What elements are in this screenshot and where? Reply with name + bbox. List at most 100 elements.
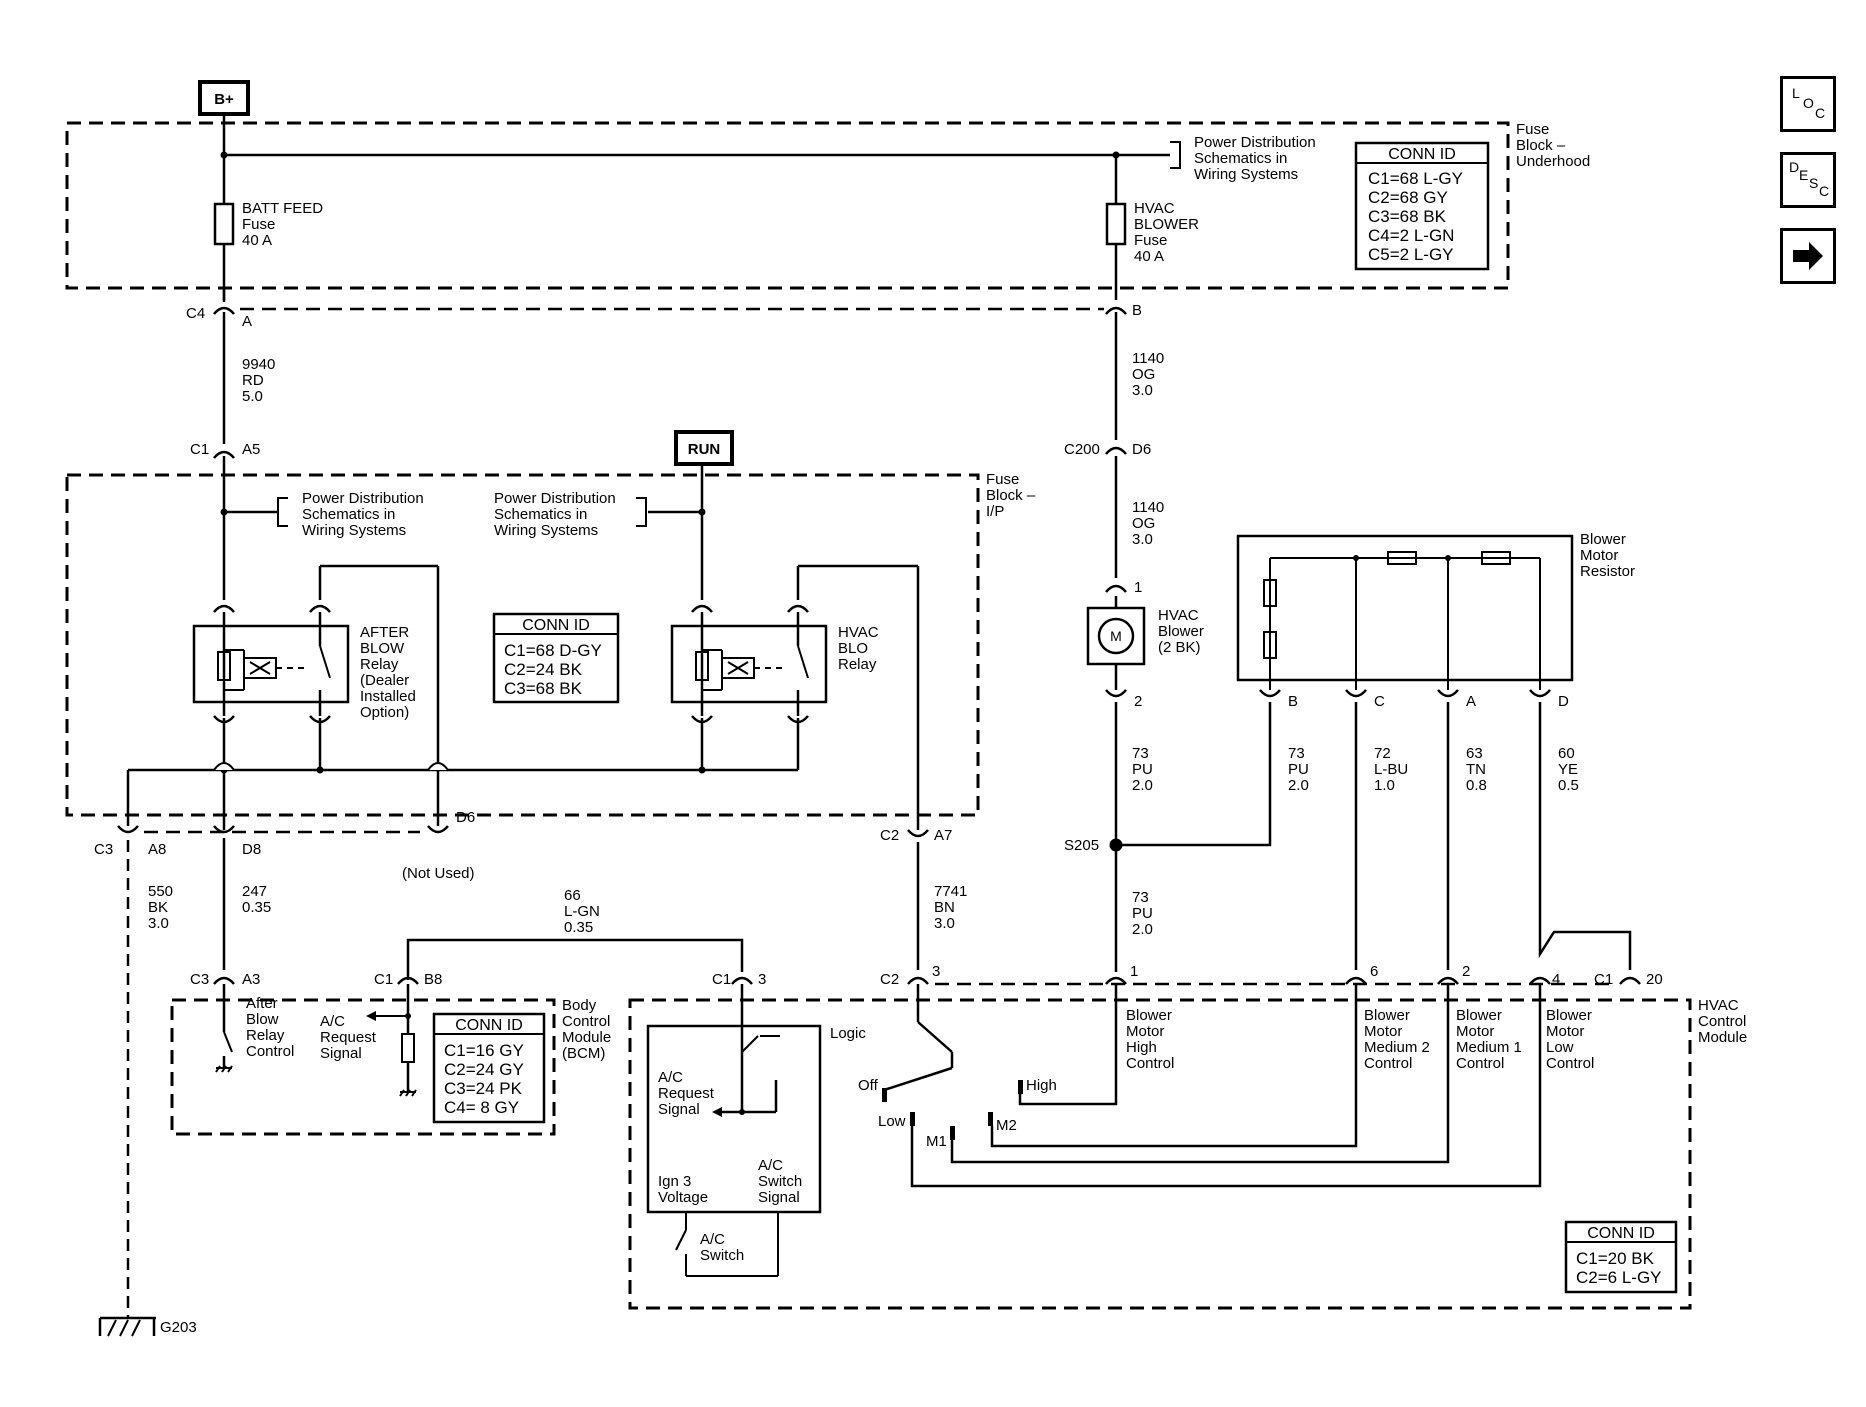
svg-text:PU: PU (1132, 761, 1153, 778)
svg-text:Medium 2: Medium 2 (1364, 1039, 1430, 1056)
svg-text:63: 63 (1466, 745, 1483, 762)
svg-text:Blower: Blower (1546, 1007, 1592, 1024)
svg-text:60: 60 (1558, 745, 1575, 762)
hvac-blo-relay (670, 564, 920, 830)
ign3-voltage-label: Ign 3 Voltage (658, 1173, 708, 1206)
svg-text:66: 66 (564, 887, 581, 904)
svg-text:A/C: A/C (758, 1157, 783, 1174)
svg-text:247: 247 (242, 883, 267, 900)
desc-letter-d: D (1789, 159, 1800, 175)
motor-pin-2: 2 (1134, 693, 1142, 710)
svg-text:TN: TN (1466, 761, 1486, 778)
conn-bcm-c1: C1 (374, 971, 393, 988)
conn-c1: C1 (190, 441, 209, 458)
svg-text:Control: Control (1126, 1055, 1174, 1072)
svg-text:Blow: Blow (246, 1011, 279, 1028)
svg-text:73: 73 (1288, 745, 1305, 762)
pds-ip-left: Power Distribution Schematics in Wiring … (302, 490, 424, 539)
wire-9940-label: 9940 RD 5.0 (242, 356, 275, 405)
run-label: RUN (688, 441, 721, 458)
svg-text:73: 73 (1132, 889, 1149, 906)
conn-hvac-pin3: 3 (932, 963, 940, 980)
svg-text:C1=68 L-GY: C1=68 L-GY (1368, 169, 1463, 188)
svg-text:Fuse: Fuse (1516, 121, 1549, 138)
svg-text:3.0: 3.0 (1132, 382, 1153, 399)
switch-pos-off: Off (858, 1077, 879, 1094)
svg-text:Control: Control (562, 1013, 610, 1030)
svg-text:BATT FEED: BATT FEED (242, 200, 323, 217)
pds-ip-right: Power Distribution Schematics in Wiring … (494, 490, 616, 539)
conn-a5: A5 (242, 441, 260, 458)
svg-text:72: 72 (1374, 745, 1391, 762)
conn-id-hvac: CONN ID C1=20 BK C2=6 L-GY (1564, 1220, 1678, 1294)
svg-text:Control: Control (1364, 1055, 1412, 1072)
conn-logic-pin3: 3 (758, 971, 766, 988)
hvac-blo-relay-label: HVAC BLO Relay (838, 624, 879, 673)
conn-c4: C4 (186, 305, 205, 322)
conn-b8: B8 (424, 971, 442, 988)
svg-text:Request: Request (658, 1085, 715, 1102)
svg-text:C2=6 L-GY: C2=6 L-GY (1576, 1268, 1662, 1287)
next-button[interactable] (1780, 228, 1836, 284)
svg-text:Fuse: Fuse (986, 471, 1019, 488)
batt-feed-fuse-label: BATT FEED Fuse 40 A (242, 200, 323, 249)
svg-text:Module: Module (562, 1029, 611, 1046)
svg-text:Wiring Systems: Wiring Systems (1194, 166, 1298, 183)
svg-text:HVAC: HVAC (1134, 200, 1175, 217)
svg-text:CONN ID: CONN ID (1587, 1225, 1655, 1242)
svg-text:Motor: Motor (1364, 1023, 1402, 1040)
wire-66-label: 66 L-GN 0.35 (564, 887, 600, 936)
svg-text:A/C: A/C (700, 1231, 725, 1248)
svg-text:CONN ID: CONN ID (522, 617, 590, 634)
hvac-blower-label: HVAC Blower (2 BK) (1158, 607, 1204, 656)
svg-text:C3=24 PK: C3=24 PK (444, 1079, 523, 1098)
splice-s205-label: S205 (1064, 837, 1099, 854)
svg-text:1.0: 1.0 (1374, 777, 1395, 794)
svg-text:Signal: Signal (758, 1189, 800, 1206)
svg-text:C2=68 GY: C2=68 GY (1368, 188, 1448, 207)
loc-letter-l: L (1792, 85, 1800, 101)
svg-text:Option): Option) (360, 704, 409, 721)
svg-text:Ign 3: Ign 3 (658, 1173, 691, 1190)
conn-c3: C3 (94, 841, 113, 858)
svg-text:Signal: Signal (658, 1101, 700, 1118)
conn-bcm-c3: C3 (190, 971, 209, 988)
svg-text:2.0: 2.0 (1132, 921, 1153, 938)
svg-text:Relay: Relay (838, 656, 877, 673)
conn-id-underhood: CONN ID C1=68 L-GY C2=68 GY C3=68 BK C4=… (1354, 141, 1490, 271)
desc-letter-e: E (1799, 167, 1809, 183)
res-pin-a: A (1466, 693, 1476, 710)
svg-text:Signal: Signal (320, 1045, 362, 1062)
svg-text:HVAC: HVAC (1158, 607, 1199, 624)
run-box (674, 430, 734, 466)
batt-feed-fuse (213, 202, 235, 246)
svg-text:Control: Control (1698, 1013, 1746, 1030)
conn-logic-c1: C1 (712, 971, 731, 988)
svg-text:Relay: Relay (360, 656, 399, 673)
ac-switch (675, 1212, 779, 1277)
wire-247-label: 247 0.35 (242, 883, 271, 916)
fuse-block-underhood (65, 121, 1510, 290)
wire-1140-lower-label: 1140 OG 3.0 (1132, 499, 1164, 548)
svg-text:After: After (246, 995, 278, 1012)
svg-text:Blower: Blower (1580, 531, 1626, 548)
svg-text:Installed: Installed (360, 688, 416, 705)
conn-id-bcm: CONN ID C1=16 GY C2=24 GY C3=24 PK C4= 8… (432, 1012, 546, 1124)
svg-text:HVAC: HVAC (1698, 997, 1739, 1014)
loc-button[interactable]: L O C (1780, 76, 1836, 132)
svg-text:(BCM): (BCM) (562, 1045, 605, 1062)
svg-text:Power Distribution: Power Distribution (302, 490, 424, 507)
svg-text:Motor: Motor (1126, 1023, 1164, 1040)
wire-60-label: 60 YE 0.5 (1558, 745, 1579, 794)
svg-text:Switch: Switch (758, 1173, 802, 1190)
svg-text:BLOW: BLOW (360, 640, 405, 657)
ground-g203-label: G203 (160, 1319, 197, 1336)
svg-text:0.35: 0.35 (242, 899, 271, 916)
svg-text:High: High (1126, 1039, 1157, 1056)
desc-button[interactable]: D E S C (1780, 152, 1836, 208)
wire-73-res-label: 73 PU 2.0 (1288, 745, 1309, 794)
hvac-control-module-label: HVAC Control Module (1698, 997, 1747, 1046)
svg-text:I/P: I/P (986, 503, 1004, 520)
conn-pin6: 6 (1370, 963, 1378, 980)
svg-text:PU: PU (1132, 905, 1153, 922)
